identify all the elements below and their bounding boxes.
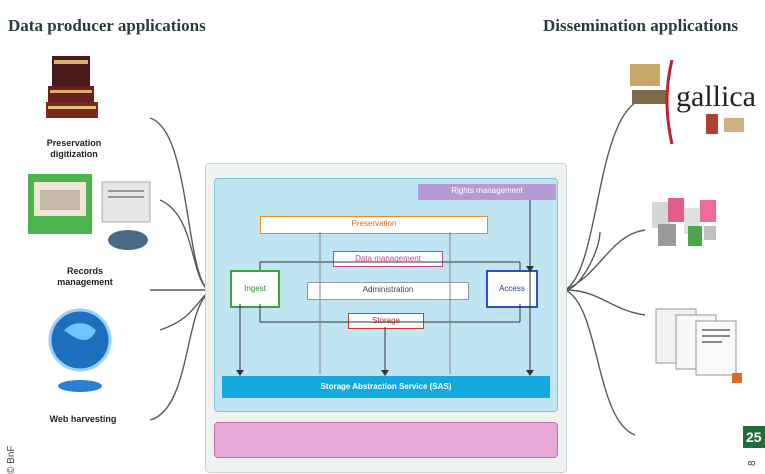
- connector-line: [159, 291, 209, 331]
- flow-arrow: [236, 370, 244, 376]
- connector-line: [564, 289, 646, 316]
- page-number-badge: 25: [743, 426, 765, 448]
- gallica-logo-icon: gallica: [628, 58, 765, 146]
- dissemination-heading: Dissemination applications: [543, 16, 739, 35]
- source-label: Preservation digitization: [46, 138, 102, 159]
- flow-arrow: [526, 370, 534, 376]
- records-folder-icon: [26, 170, 158, 256]
- storage-box: Storage: [348, 313, 424, 329]
- flow-arrow: [526, 266, 534, 272]
- administration-box: Administration: [307, 282, 469, 300]
- access-box: Access: [486, 270, 538, 308]
- catalog-cards-icon: [648, 194, 724, 254]
- credit-text: © BnF: [6, 445, 17, 474]
- preservation-box: Preservation: [260, 216, 488, 234]
- connector-line: [149, 117, 209, 291]
- documents-icon: [652, 305, 748, 387]
- rights-management-tab: Rights management: [418, 184, 556, 200]
- connector-line: [564, 289, 636, 436]
- connector-line: [159, 199, 209, 291]
- storage-abstraction-bar: Storage Abstraction Service (SAS): [222, 376, 550, 398]
- gallica-wordmark: gallica: [676, 80, 756, 113]
- lower-band: [214, 422, 558, 458]
- globe-icon: [44, 300, 116, 400]
- connector-line: [564, 99, 641, 291]
- source-label: Web harvesting: [49, 414, 117, 424]
- ingest-box: Ingest: [230, 270, 280, 308]
- producer-heading: Data producer applications: [8, 16, 206, 35]
- books-icon: [44, 52, 104, 124]
- source-label: Records management: [57, 266, 113, 287]
- connector-line: [149, 293, 209, 421]
- data-management-box: Data management: [333, 251, 443, 267]
- flow-arrow: [381, 370, 389, 376]
- page-fragment: 8: [747, 460, 758, 466]
- connector-line: [564, 231, 601, 291]
